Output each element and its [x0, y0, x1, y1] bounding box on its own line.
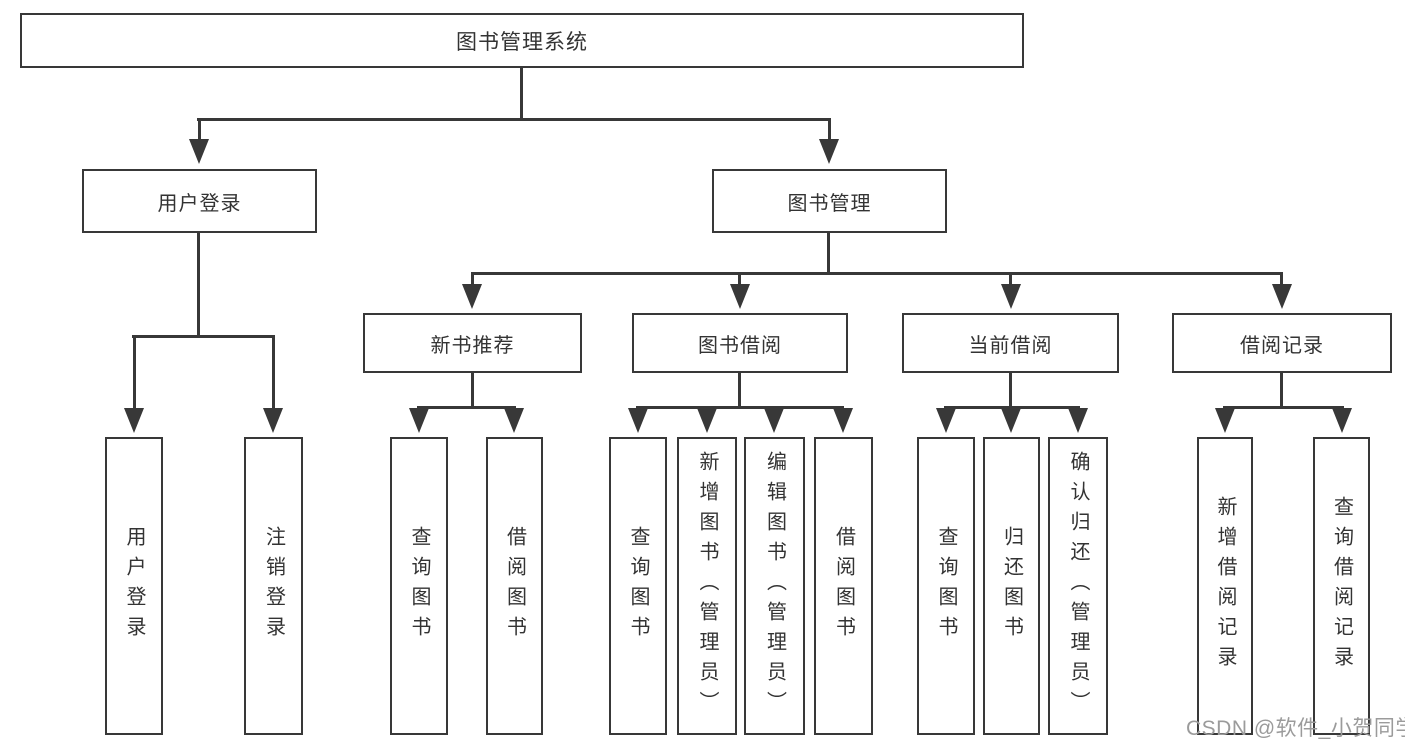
leaf-edit-book-admin: 编辑图书（管理员） [744, 437, 805, 735]
node-current-borrow: 当前借阅 [902, 313, 1119, 373]
connector-line [471, 272, 1283, 275]
connector-line [738, 273, 741, 285]
leaf-add-book-admin-label: 新增图书（管理员） [696, 451, 718, 721]
leaf-query-book-borrow-label: 查询图书 [627, 526, 649, 646]
connector-line [1280, 373, 1283, 408]
arrowhead-down-icon [764, 408, 784, 433]
connector-line [636, 406, 844, 409]
connector-line [197, 233, 200, 336]
arrowhead-down-icon [1068, 408, 1088, 433]
node-user-login-label: 用户登录 [157, 192, 242, 215]
node-current-borrow-label: 当前借阅 [968, 334, 1053, 357]
leaf-borrow-book-recommend-label: 借阅图书 [503, 526, 526, 646]
arrowhead-down-icon [936, 408, 956, 433]
connector-line [1009, 273, 1012, 285]
connector-line [133, 336, 136, 409]
connector-line [1280, 273, 1283, 285]
connector-line [197, 118, 831, 121]
leaf-edit-book-admin-label: 编辑图书（管理员） [763, 451, 786, 721]
connector-line [828, 119, 831, 140]
node-book-borrow-label: 图书借阅 [698, 334, 782, 357]
node-book-borrow: 图书借阅 [632, 313, 848, 373]
leaf-confirm-return-admin: 确认归还（管理员） [1048, 437, 1108, 735]
leaf-query-book-current-label: 查询图书 [935, 526, 957, 646]
leaf-query-book-current: 查询图书 [917, 437, 975, 735]
node-user-login: 用户登录 [82, 169, 317, 233]
node-borrow-records: 借阅记录 [1172, 313, 1392, 373]
connector-line [417, 406, 516, 409]
node-book-management: 图书管理 [712, 169, 947, 233]
connector-line [471, 373, 474, 408]
leaf-query-borrow-record-label: 查询借阅记录 [1330, 496, 1353, 676]
leaf-user-login: 用户登录 [105, 437, 163, 735]
leaf-logout-label: 注销登录 [262, 526, 285, 646]
connector-line [471, 273, 474, 285]
leaf-borrow-book-borrow-label: 借阅图书 [832, 526, 855, 646]
arrowhead-down-icon [189, 139, 209, 164]
node-new-book-recommend-label: 新书推荐 [430, 334, 515, 357]
arrowhead-down-icon [833, 408, 853, 433]
connector-line [132, 335, 275, 338]
node-borrow-records-label: 借阅记录 [1240, 334, 1324, 357]
leaf-add-borrow-record-label: 新增借阅记录 [1214, 496, 1236, 676]
arrowhead-down-icon [504, 408, 524, 433]
node-new-book-recommend: 新书推荐 [363, 313, 582, 373]
connector-line [944, 406, 1080, 409]
arrowhead-down-icon [1215, 408, 1235, 433]
leaf-return-book: 归还图书 [983, 437, 1040, 735]
node-root: 图书管理系统 [20, 13, 1024, 68]
arrowhead-down-icon [819, 139, 839, 164]
connector-line [198, 119, 201, 140]
connector-line [1009, 373, 1012, 408]
arrowhead-down-icon [124, 408, 144, 433]
arrowhead-down-icon [1332, 408, 1352, 433]
leaf-logout: 注销登录 [244, 437, 303, 735]
leaf-return-book-label: 归还图书 [1000, 526, 1023, 646]
leaf-add-borrow-record: 新增借阅记录 [1197, 437, 1253, 735]
leaf-borrow-book-recommend: 借阅图书 [486, 437, 543, 735]
leaf-query-book-borrow: 查询图书 [609, 437, 667, 735]
leaf-confirm-return-admin-label: 确认归还（管理员） [1067, 451, 1089, 721]
node-root-label: 图书管理系统 [456, 30, 588, 54]
connector-line [520, 68, 523, 119]
connector-line [1223, 406, 1344, 409]
arrowhead-down-icon [628, 408, 648, 433]
leaf-borrow-book-borrow: 借阅图书 [814, 437, 873, 735]
arrowhead-down-icon [1272, 284, 1292, 309]
connector-line [738, 373, 741, 408]
arrowhead-down-icon [730, 284, 750, 309]
arrowhead-down-icon [1001, 408, 1021, 433]
watermark: CSDN @软件_小贺同学 [1186, 717, 1405, 740]
leaf-query-book-recommend-label: 查询图书 [408, 526, 430, 646]
leaf-query-book-recommend: 查询图书 [390, 437, 448, 735]
leaf-add-book-admin: 新增图书（管理员） [677, 437, 737, 735]
arrowhead-down-icon [462, 284, 482, 309]
arrowhead-down-icon [697, 408, 717, 433]
arrowhead-down-icon [1001, 284, 1021, 309]
arrowhead-down-icon [263, 408, 283, 433]
connector-line [827, 233, 830, 274]
arrowhead-down-icon [409, 408, 429, 433]
connector-line [272, 336, 275, 409]
leaf-query-borrow-record: 查询借阅记录 [1313, 437, 1370, 735]
node-book-management-label: 图书管理 [787, 192, 872, 215]
leaf-user-login-label: 用户登录 [123, 526, 145, 646]
